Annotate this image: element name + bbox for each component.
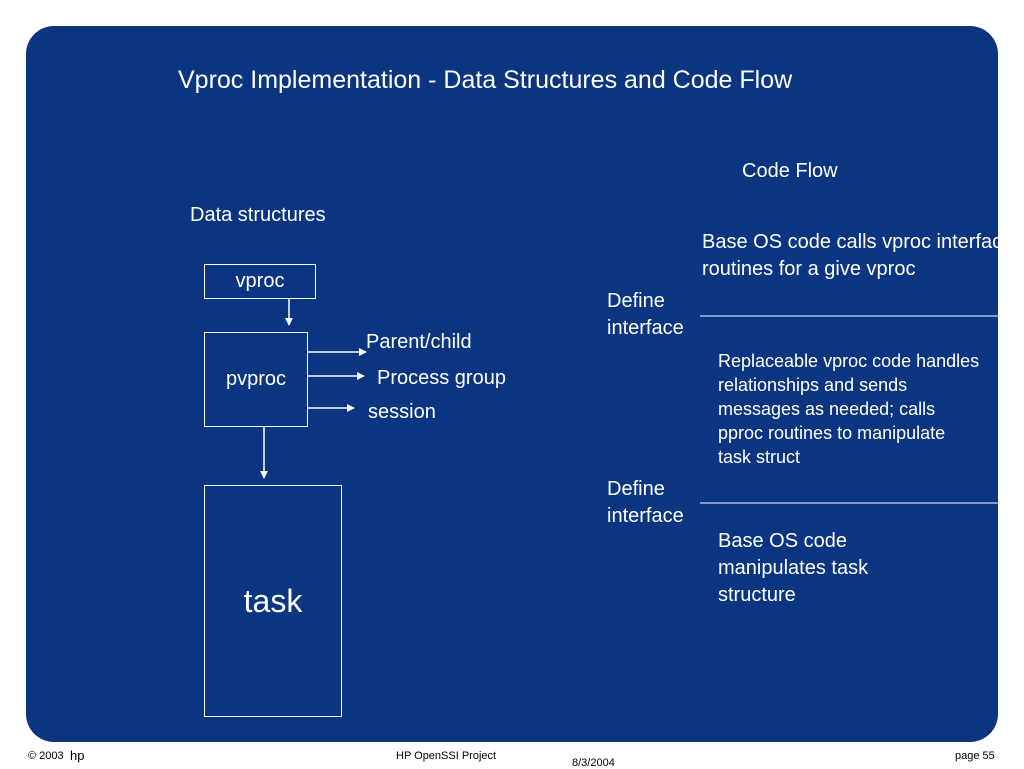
vproc-label: vproc	[235, 270, 285, 292]
data-structures-heading: Data structures	[190, 204, 326, 226]
vproc-box: vproc	[204, 264, 316, 299]
link-session: session	[368, 401, 436, 423]
slide: Vproc Implementation - Data Structures a…	[26, 26, 998, 742]
task-label: task	[243, 582, 303, 619]
pvproc-label: pvproc	[225, 368, 287, 390]
code-flow-layer-base-manipulates: Base OS code manipulates task structure	[718, 530, 869, 606]
define-interface-label-1: Define interface	[607, 290, 684, 339]
footer-copyright: © 2003	[28, 750, 64, 762]
page-title: Vproc Implementation - Data Structures a…	[178, 66, 793, 94]
diagram-arrows	[260, 299, 998, 504]
pvproc-box: pvproc	[204, 332, 308, 427]
footer-hp-logo: hp	[70, 748, 85, 763]
footer-date: 8/3/2004	[572, 757, 615, 769]
code-flow-heading: Code Flow	[742, 160, 838, 182]
footer-project: HP OpenSSI Project	[396, 750, 497, 762]
code-flow-layer-replaceable: Replaceable vproc code handles relations…	[718, 351, 980, 467]
link-parent-child: Parent/child	[366, 331, 472, 353]
footer-page-number: page 55	[955, 750, 995, 762]
link-process-group: Process group	[377, 367, 506, 389]
code-flow-layer-base-calls: Base OS code calls vproc interface routi…	[702, 231, 998, 280]
task-box: task	[204, 485, 342, 717]
define-interface-label-2: Define interface	[607, 478, 684, 527]
